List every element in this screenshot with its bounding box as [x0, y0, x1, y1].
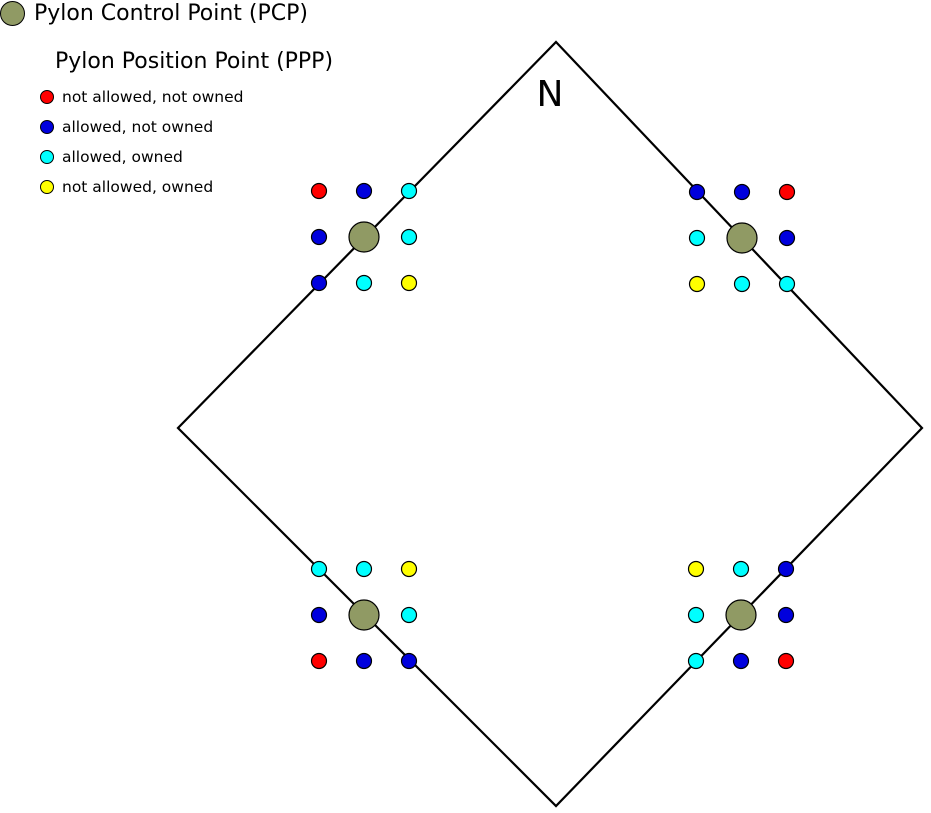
ppp-dot-blue — [310, 274, 328, 292]
ppp-dot-cyan — [355, 274, 373, 292]
ppp-dot-cyan — [778, 275, 796, 293]
red-dot-icon — [40, 90, 54, 104]
legend-item-label: not allowed, owned — [62, 178, 214, 196]
course-diamond-outline — [176, 40, 924, 808]
ppp-dot-blue — [310, 606, 328, 624]
ppp-dot-yellow — [400, 274, 418, 292]
ppp-dot-cyan — [400, 228, 418, 246]
pcp-lower-right — [725, 599, 757, 631]
legend-item-label: allowed, owned — [62, 148, 183, 166]
ppp-dot-blue — [355, 652, 373, 670]
ppp-dot-cyan — [400, 182, 418, 200]
ppp-dot-yellow — [688, 275, 706, 293]
ppp-dot-blue — [732, 652, 750, 670]
ppp-dot-yellow — [400, 560, 418, 578]
ppp-dot-yellow — [687, 560, 705, 578]
ppp-dot-cyan — [687, 652, 705, 670]
ppp-dot-blue — [777, 560, 795, 578]
pylon-group-lower-left — [310, 560, 418, 670]
ppp-dot-red — [310, 652, 328, 670]
ppp-dot-blue — [688, 183, 706, 201]
pylon-group-upper-right — [688, 183, 796, 293]
ppp-dot-cyan — [310, 560, 328, 578]
ppp-dot-red — [778, 183, 796, 201]
ppp-dot-cyan — [733, 275, 751, 293]
legend-item-label: allowed, not owned — [62, 118, 214, 136]
pylon-group-upper-left — [310, 182, 418, 292]
legend-item-blue: allowed, not owned — [40, 118, 243, 136]
pcp-legend-label: Pylon Control Point (PCP) — [34, 1, 308, 26]
pcp-lower-left — [348, 599, 380, 631]
legend-item-red: not allowed, not owned — [40, 88, 244, 106]
pcp-swatch-icon — [0, 1, 25, 26]
legend-pcp-row: Pylon Control Point (PCP) — [0, 1, 308, 26]
yellow-dot-icon — [40, 180, 54, 194]
ppp-legend-heading: Pylon Position Point (PPP) — [55, 49, 334, 74]
pcp-upper-left — [348, 221, 380, 253]
legend-item-yellow: not allowed, owned — [40, 178, 243, 196]
ppp-dot-blue — [355, 182, 373, 200]
ppp-dot-blue — [400, 652, 418, 670]
blue-dot-icon — [40, 120, 54, 134]
ppp-dot-cyan — [400, 606, 418, 624]
ppp-dot-cyan — [687, 606, 705, 624]
legend-item-cyan: allowed, owned — [40, 148, 243, 166]
ppp-dot-blue — [310, 228, 328, 246]
ppp-dot-blue — [733, 183, 751, 201]
ppp-dot-red — [777, 652, 795, 670]
legend-items: not allowed, not owned allowed, not owne… — [40, 88, 244, 196]
ppp-dot-cyan — [355, 560, 373, 578]
ppp-dot-cyan — [732, 560, 750, 578]
pylon-group-lower-right — [687, 560, 795, 670]
ppp-dot-cyan — [688, 229, 706, 247]
cyan-dot-icon — [40, 150, 54, 164]
compass-north-label: N — [537, 74, 564, 115]
ppp-dot-blue — [777, 606, 795, 624]
pcp-upper-right — [726, 222, 758, 254]
ppp-dot-blue — [778, 229, 796, 247]
ppp-dot-red — [310, 182, 328, 200]
legend-item-label: not allowed, not owned — [62, 88, 244, 106]
